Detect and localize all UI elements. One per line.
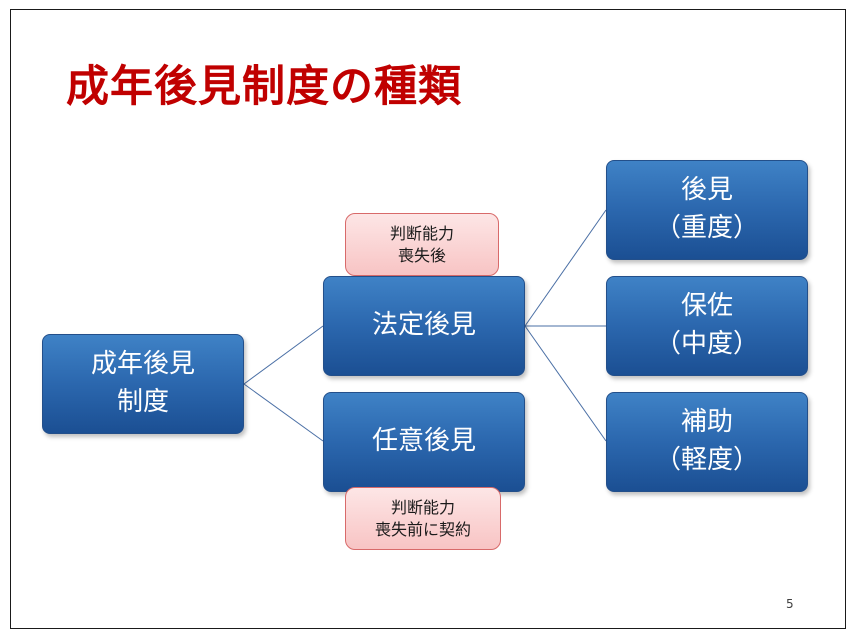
note-after-loss-line1: 判断能力 [389, 223, 454, 243]
node-root-line1: 成年後見 [90, 349, 195, 380]
node-curator-line2: （中度） [654, 329, 759, 359]
note-before-loss: 判断能力 喪失前に契約 [345, 487, 501, 550]
note-before-loss-line2: 喪失前に契約 [374, 519, 471, 539]
connector-statutory-guardian [524, 209, 607, 327]
node-statutory-guardianship: 法定後見 [323, 276, 525, 376]
node-assistant-line2: （軽度） [654, 445, 759, 475]
note-before-loss-line1: 判断能力 [390, 497, 455, 517]
node-assistant-line1: 補助 [680, 407, 733, 438]
connector-root-voluntary [243, 383, 324, 442]
note-after-loss: 判断能力 喪失後 [345, 213, 499, 276]
node-curator-line1: 保佐 [680, 291, 733, 322]
connector-statutory-assistant [524, 325, 607, 442]
node-curator: 保佐 （中度） [606, 276, 808, 376]
connector-root-statutory [243, 325, 324, 385]
slide-title: 成年後見制度の種類 [66, 62, 462, 112]
node-root-line2: 制度 [116, 387, 169, 417]
node-root: 成年後見 制度 [42, 334, 244, 434]
note-after-loss-line2: 喪失後 [397, 245, 446, 265]
node-assistant: 補助 （軽度） [606, 392, 808, 492]
node-guardian-line2: （重度） [654, 213, 759, 243]
node-voluntary-guardianship: 任意後見 [323, 392, 525, 492]
node-statutory-label: 法定後見 [371, 310, 476, 341]
node-guardian: 後見 （重度） [606, 160, 808, 260]
node-voluntary-label: 任意後見 [371, 426, 476, 457]
page-number: 5 [786, 597, 794, 611]
node-guardian-line1: 後見 [680, 175, 733, 206]
